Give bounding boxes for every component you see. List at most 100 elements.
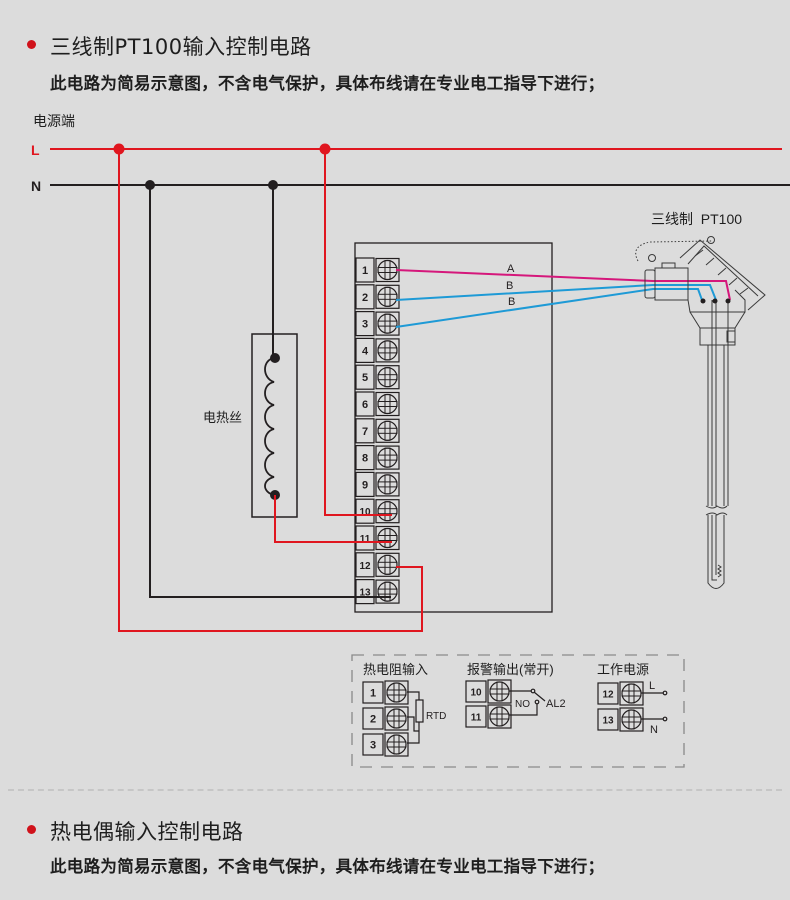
terminal-8: 8 — [355, 445, 400, 471]
live-wire-to-terminal-12 — [118, 149, 423, 632]
terminal-screw-icon — [375, 445, 400, 470]
terminal-number: 5 — [362, 372, 368, 384]
terminal-number: 1 — [370, 688, 376, 700]
terminal-screw-icon — [375, 365, 400, 390]
terminal-screw-icon — [375, 311, 400, 336]
sensor-wire-a — [395, 269, 731, 301]
terminal-number: 13 — [359, 588, 371, 599]
section-bullet — [27, 825, 36, 834]
terminal-number: 2 — [370, 714, 376, 726]
terminal-5: 5 — [355, 364, 400, 390]
terminal-13: 13 — [355, 578, 400, 605]
terminal-number: 7 — [362, 426, 368, 438]
section-title: 热电偶输入控制电路 — [50, 820, 244, 844]
section-divider — [8, 789, 782, 791]
live-wire-to-terminal-10 — [324, 149, 392, 516]
terminal-number-box — [355, 445, 375, 471]
sensor-terminal-dot — [700, 298, 706, 304]
terminal-9: 9 — [355, 471, 400, 497]
terminal-screw-icon — [619, 707, 644, 732]
terminal-number: 9 — [362, 479, 368, 491]
section-bullet — [27, 40, 36, 49]
neutral-line-label: N — [31, 178, 41, 194]
sensor-terminal-dot — [725, 298, 731, 304]
terminal-screw-icon — [375, 525, 400, 551]
terminal-number: 12 — [359, 561, 371, 572]
terminal-number: 10 — [359, 507, 371, 518]
rtd-resistor-icon — [407, 691, 424, 744]
terminal-2: 2 — [362, 706, 409, 731]
terminal-number-box — [597, 708, 619, 731]
power-source-label: 电源端 — [33, 113, 75, 129]
terminal-number-box — [355, 257, 375, 283]
terminal-number: 11 — [360, 534, 371, 545]
terminal-2: 2 — [355, 284, 400, 310]
alarm-contact-icon — [509, 688, 546, 716]
terminal-number-box — [465, 705, 487, 728]
terminal-number-box — [355, 391, 375, 417]
legend-power-title: 工作电源 — [597, 662, 649, 677]
terminal-3: 3 — [362, 732, 409, 757]
neutral-junction — [268, 180, 278, 190]
sensor-label: 三线制 PT100 — [651, 211, 742, 227]
terminal-13: 13 — [597, 707, 644, 732]
legend-alarm-contact: NO — [515, 699, 530, 710]
terminal-12: 12 — [597, 681, 644, 706]
terminal-number-box — [355, 311, 375, 337]
terminal-screw-icon — [487, 704, 512, 729]
terminal-10: 10 — [465, 679, 512, 704]
terminal-11: 11 — [355, 525, 400, 551]
legend-power-live: L — [649, 680, 655, 692]
terminal-number-box — [355, 552, 375, 578]
terminal-screw-icon — [487, 679, 512, 704]
neutral-wire-to-terminal-13 — [149, 185, 391, 598]
sensor-terminal-dot — [712, 298, 718, 304]
heater-wire-to-terminal-11 — [274, 495, 392, 543]
terminal-number: 10 — [470, 688, 482, 699]
terminal-number-box — [355, 471, 375, 497]
terminal-number-box — [355, 525, 375, 551]
terminal-screw-icon — [375, 284, 400, 309]
terminal-screw-icon — [375, 338, 400, 363]
terminal-screw-icon — [375, 391, 400, 417]
terminal-number-box — [362, 733, 384, 756]
terminal-screw-icon — [384, 732, 409, 757]
live-junction — [319, 143, 331, 155]
legend-rtd-title: 热电阻输入 — [363, 662, 428, 677]
terminal-screw-icon — [375, 552, 400, 577]
terminal-number-box — [355, 284, 375, 310]
section-note: 此电路为简易示意图，不含电气保护，具体布线请在专业电工指导下进行； — [50, 857, 605, 876]
terminal-number: 4 — [362, 345, 369, 357]
power-terminal-icon — [641, 690, 668, 722]
pt100-sensor-icon — [635, 236, 766, 589]
terminal-number-box — [355, 498, 375, 524]
terminal-number: 2 — [362, 292, 368, 304]
terminal-number: 13 — [602, 716, 614, 727]
terminal-1: 1 — [355, 257, 400, 283]
legend-box — [351, 654, 685, 768]
terminal-number: 12 — [602, 690, 614, 701]
section-title: 三线制PT100输入控制电路 — [50, 35, 312, 59]
wire-label-a: A — [507, 263, 515, 275]
terminal-7: 7 — [355, 418, 400, 444]
terminal-11: 11 — [465, 704, 512, 729]
terminal-screw-icon — [375, 579, 400, 604]
terminal-number: 8 — [362, 453, 368, 465]
terminal-screw-icon — [375, 257, 400, 283]
live-junction — [113, 143, 125, 155]
terminal-screw-icon — [384, 680, 409, 705]
neutral-junction — [145, 180, 155, 190]
terminal-number: 11 — [471, 713, 482, 724]
terminal-screw-icon — [375, 472, 400, 497]
terminal-screw-icon — [619, 681, 644, 706]
terminal-number: 1 — [362, 265, 368, 277]
terminal-number-box — [362, 681, 384, 704]
terminal-number-box — [362, 707, 384, 730]
sensor-wire-b2 — [395, 288, 703, 328]
wire-label-b: B — [506, 280, 513, 292]
terminal-10: 10 — [355, 498, 400, 524]
legend-alarm-output: AL2 — [546, 698, 566, 710]
heater-label: 电热丝 — [203, 410, 242, 425]
